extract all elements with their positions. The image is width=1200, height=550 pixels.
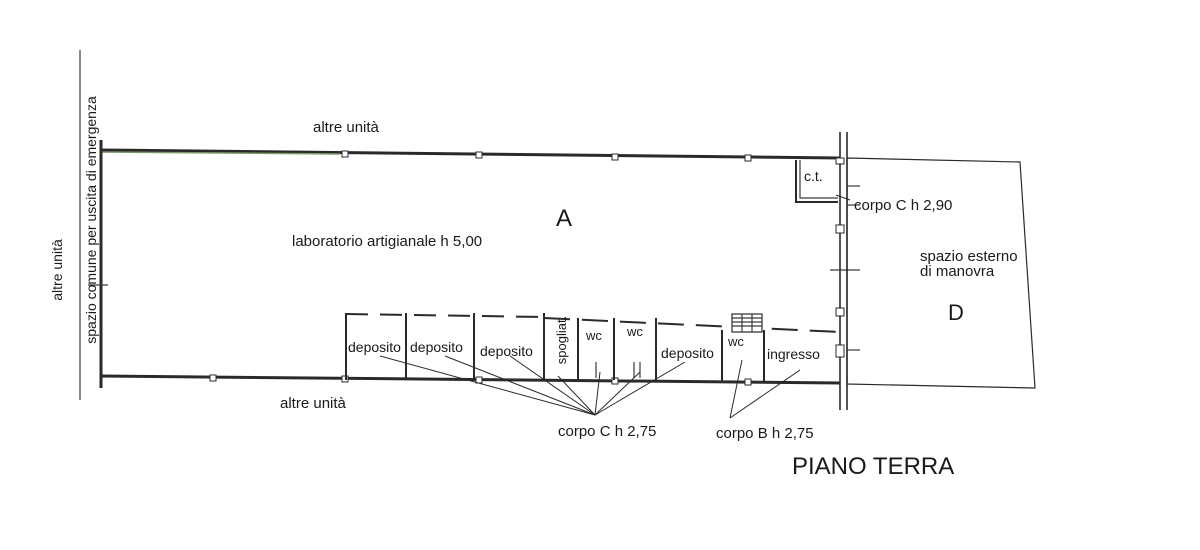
pillar bbox=[475, 151, 483, 159]
stair-outline bbox=[731, 313, 763, 333]
leader bbox=[729, 359, 743, 419]
staircase bbox=[731, 313, 763, 333]
partition-dashed bbox=[543, 317, 841, 333]
label-spazio-comune: spazio comune per uscita di emergenza bbox=[83, 96, 99, 344]
label-deposito-3: deposito bbox=[480, 343, 533, 359]
label-deposito-4: deposito bbox=[661, 345, 714, 361]
label-deposito-1: deposito bbox=[348, 339, 401, 355]
label-altre-unita-left: altre unità bbox=[49, 239, 65, 301]
label-piano-terra: PIANO TERRA bbox=[792, 453, 954, 480]
label-ct: c.t. bbox=[804, 168, 823, 184]
ct-room-walls bbox=[795, 160, 838, 203]
leader bbox=[509, 355, 596, 416]
leader bbox=[379, 355, 596, 416]
pillar bbox=[611, 153, 619, 161]
main-building-walls bbox=[88, 132, 848, 410]
external-area-outline bbox=[846, 157, 1036, 389]
south-wall bbox=[99, 374, 841, 385]
label-spogliat: spogliat. bbox=[554, 316, 569, 364]
label-wc-1: wc bbox=[585, 328, 602, 343]
leader bbox=[594, 371, 641, 416]
leader bbox=[729, 369, 801, 419]
pillar bbox=[744, 378, 752, 386]
label-zone-a: A bbox=[556, 205, 572, 232]
label-wc-2: wc bbox=[626, 324, 643, 339]
leader bbox=[594, 361, 686, 416]
fitting bbox=[835, 307, 845, 317]
ct-room bbox=[795, 160, 838, 203]
label-corpo-c-275: corpo C h 2,75 bbox=[558, 423, 656, 440]
label-wc-3: wc bbox=[727, 334, 744, 349]
label-ingresso: ingresso bbox=[767, 346, 820, 362]
leader-lines bbox=[379, 194, 851, 419]
ct-room-inner bbox=[799, 160, 838, 199]
north-wall-accent bbox=[99, 151, 341, 155]
label-altre-unita-top: altre unità bbox=[313, 119, 380, 136]
label-spazio-esterno: spazio esterno bbox=[920, 248, 1018, 265]
label-di-manovra: di manovra bbox=[920, 263, 995, 280]
label-altre-unita-bottom: altre unità bbox=[280, 395, 347, 412]
fitting bbox=[835, 157, 845, 165]
leader bbox=[557, 375, 596, 416]
leader bbox=[594, 371, 601, 416]
fitting bbox=[835, 224, 845, 234]
east-wall-fittings bbox=[830, 157, 860, 358]
partition-dashed bbox=[345, 313, 545, 318]
fitting bbox=[835, 344, 845, 358]
service-rooms bbox=[345, 313, 841, 381]
pillar bbox=[209, 374, 217, 382]
label-laboratorio: laboratorio artigianale h 5,00 bbox=[292, 233, 482, 250]
pillar bbox=[341, 150, 349, 158]
label-corpo-b-275: corpo B h 2,75 bbox=[716, 425, 814, 442]
leader-corpo-c-290 bbox=[835, 194, 851, 201]
label-zone-d: D bbox=[948, 300, 964, 325]
label-deposito-2: deposito bbox=[410, 339, 463, 355]
label-corpo-c-290: corpo C h 2,90 bbox=[854, 197, 952, 214]
pillar bbox=[744, 154, 752, 162]
north-wall bbox=[99, 148, 841, 160]
leader bbox=[444, 355, 596, 416]
